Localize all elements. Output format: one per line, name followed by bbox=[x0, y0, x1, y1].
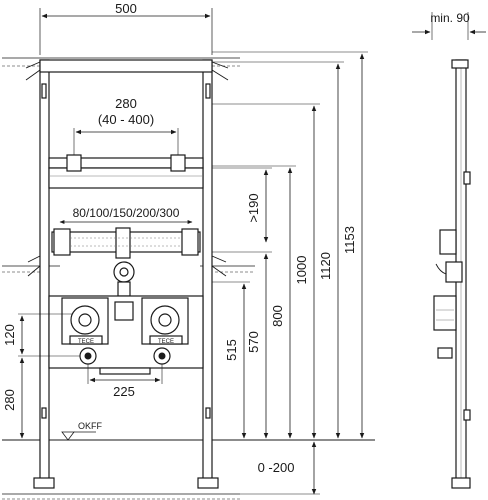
side-min-label: min. 90 bbox=[430, 11, 470, 25]
floor-reference: OKFF bbox=[61, 421, 103, 441]
upper-wall-hatch bbox=[2, 57, 240, 67]
floor-adjust-label: 0 -200 bbox=[258, 460, 295, 475]
dim-1153-label: 1153 bbox=[342, 226, 357, 254]
dim-570-label: 570 bbox=[246, 331, 261, 353]
dim-1000-label: 1000 bbox=[294, 256, 309, 285]
dim-1120-label: 1120 bbox=[318, 252, 333, 280]
dim-225-label: 225 bbox=[113, 384, 135, 399]
dim-280-label: 280 bbox=[115, 96, 137, 111]
side-view: min. 90 bbox=[412, 11, 486, 489]
dim-rail-options: 80/100/150/200/300 bbox=[59, 206, 193, 224]
drain-connection bbox=[113, 261, 135, 297]
dim-190-label: >190 bbox=[246, 193, 261, 222]
dim-515-label: 515 bbox=[224, 339, 239, 361]
dim-280-left: 280 bbox=[2, 357, 25, 439]
frame bbox=[25, 59, 229, 489]
dim-floor-adjust: 0 -200 bbox=[240, 441, 320, 495]
dim-800: 800 bbox=[212, 165, 296, 439]
dim-225: 225 bbox=[87, 364, 163, 399]
brand-label-right: TECE bbox=[158, 339, 174, 345]
dim-280-top: 280 (40 - 400) bbox=[73, 96, 179, 155]
dim-120-left: 120 bbox=[2, 313, 80, 357]
dim-1153: 1153 bbox=[212, 51, 368, 439]
floor-line bbox=[2, 439, 375, 500]
dim-280-range-label: (40 - 400) bbox=[98, 112, 154, 127]
dim-280-left-label: 280 bbox=[2, 389, 17, 411]
rail-options-label: 80/100/150/200/300 bbox=[73, 206, 180, 220]
dim-1000: 1000 bbox=[212, 103, 320, 439]
adjustable-crossbar bbox=[48, 154, 204, 189]
dim-800-label: 800 bbox=[270, 305, 285, 327]
mounting-rail bbox=[51, 227, 201, 259]
dim-500: 500 bbox=[39, 1, 213, 55]
dim-500-label: 500 bbox=[115, 1, 137, 16]
brand-label-left: TECE bbox=[78, 339, 94, 345]
dim-1120: 1120 bbox=[212, 61, 344, 439]
okff-label: OKFF bbox=[78, 421, 103, 431]
dim-190: >190 bbox=[212, 167, 272, 243]
supply-box: TECE TECE bbox=[48, 295, 204, 375]
dim-570: 570 bbox=[212, 251, 272, 439]
dim-515: 515 bbox=[212, 281, 250, 439]
dim-120-label: 120 bbox=[2, 324, 17, 346]
